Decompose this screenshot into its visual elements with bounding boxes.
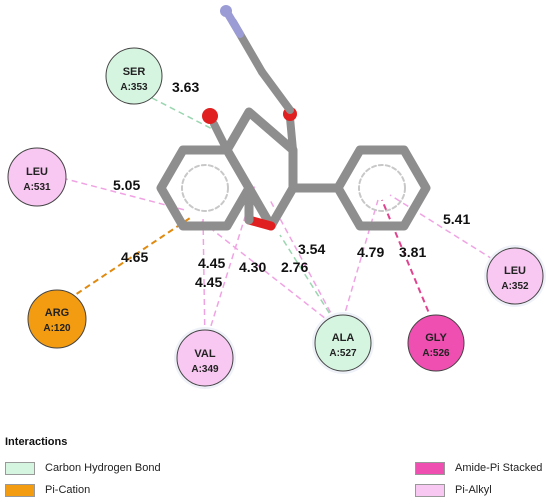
dist-label: 3.81 — [399, 244, 426, 260]
dist-label: 3.54 — [298, 241, 325, 257]
svg-text:A:120: A:120 — [43, 323, 71, 334]
svg-text:A:526: A:526 — [422, 348, 450, 359]
legend-item: Carbon Hydrogen Bond — [5, 460, 205, 478]
ligand-molecule — [156, 5, 431, 231]
svg-text:LEU: LEU — [504, 265, 526, 277]
dist-label: 5.05 — [113, 177, 140, 193]
svg-text:A:349: A:349 — [191, 364, 219, 375]
aromatic-circle-right — [358, 164, 406, 212]
legend-label: Amide-Pi Stacked — [455, 462, 543, 474]
legend-swatch — [5, 462, 35, 475]
svg-text:ARG: ARG — [45, 307, 69, 319]
line-val349-b — [204, 184, 256, 346]
line-ala527-c — [279, 234, 341, 331]
line-val349-a — [202, 214, 206, 346]
legend-swatch — [5, 484, 35, 497]
svg-text:SER: SER — [123, 66, 146, 78]
benzene-ring-left — [156, 145, 254, 231]
dist-label: 5.41 — [443, 211, 470, 227]
legend-item: Amide-Pi Stacked — [415, 460, 545, 478]
line-leu352 — [389, 194, 511, 271]
dist-label: 3.63 — [172, 79, 199, 95]
legend-item: Pi-Cation — [5, 482, 205, 500]
residue-ala527: ALA A:527 — [312, 312, 374, 374]
residue-leu531: LEU A:531 — [7, 147, 67, 207]
legend: Interactions Carbon Hydrogen Bond Pi-Cat… — [0, 432, 550, 504]
svg-text:A:527: A:527 — [329, 348, 357, 359]
dist-label: 4.65 — [121, 249, 148, 265]
nitrile-nitrogen — [220, 5, 232, 17]
carbonyl-bond — [210, 120, 231, 154]
distance-labels: 3.63 5.05 4.65 4.45 4.45 4.30 3.54 2.76 … — [113, 79, 470, 290]
dist-label: 4.79 — [357, 244, 384, 260]
legend-label: Pi-Alkyl — [455, 484, 492, 496]
interaction-diagram: SER A:353 LEU A:531 ARG A:120 VAL A:349 … — [7, 5, 546, 389]
pyranone-ring — [222, 107, 298, 231]
legend-item: Pi-Alkyl — [415, 482, 545, 500]
legend-swatch — [415, 484, 445, 497]
interaction-lines — [59, 97, 511, 346]
svg-text:ALA: ALA — [332, 332, 355, 344]
residue-val349: VAL A:349 — [174, 327, 236, 389]
svg-text:A:353: A:353 — [120, 82, 148, 93]
legend-label: Carbon Hydrogen Bond — [45, 462, 161, 474]
line-arg120 — [59, 217, 191, 306]
dist-label: 4.30 — [239, 259, 266, 275]
svg-text:A:352: A:352 — [501, 281, 529, 292]
svg-text:A:531: A:531 — [23, 182, 51, 193]
line-leu531 — [61, 177, 186, 211]
phenyl-ring-right — [333, 145, 431, 231]
dist-label: 4.45 — [198, 255, 225, 271]
nitrile-tip — [224, 10, 244, 38]
dist-label: 2.76 — [281, 259, 308, 275]
svg-text:VAL: VAL — [194, 348, 215, 360]
dist-label: 4.45 — [195, 274, 222, 290]
residue-gly526: GLY A:526 — [407, 314, 465, 372]
residue-ser353: SER A:353 — [105, 47, 163, 105]
residue-arg120: ARG A:120 — [27, 289, 87, 349]
aromatic-circle-left — [181, 164, 229, 212]
legend-title: Interactions — [5, 436, 68, 448]
carbonyl-oxygen — [202, 108, 218, 124]
ether-bond-2 — [258, 68, 294, 114]
line-ser353 — [151, 97, 219, 133]
legend-label: Pi-Cation — [45, 484, 91, 496]
line-gly526 — [381, 199, 437, 331]
legend-swatch — [415, 462, 445, 475]
line-ala527-b — [269, 199, 341, 331]
svg-text:GLY: GLY — [425, 332, 447, 344]
residue-leu352: LEU A:352 — [484, 245, 546, 307]
svg-text:LEU: LEU — [26, 166, 48, 178]
ether-bond-1 — [286, 114, 297, 154]
